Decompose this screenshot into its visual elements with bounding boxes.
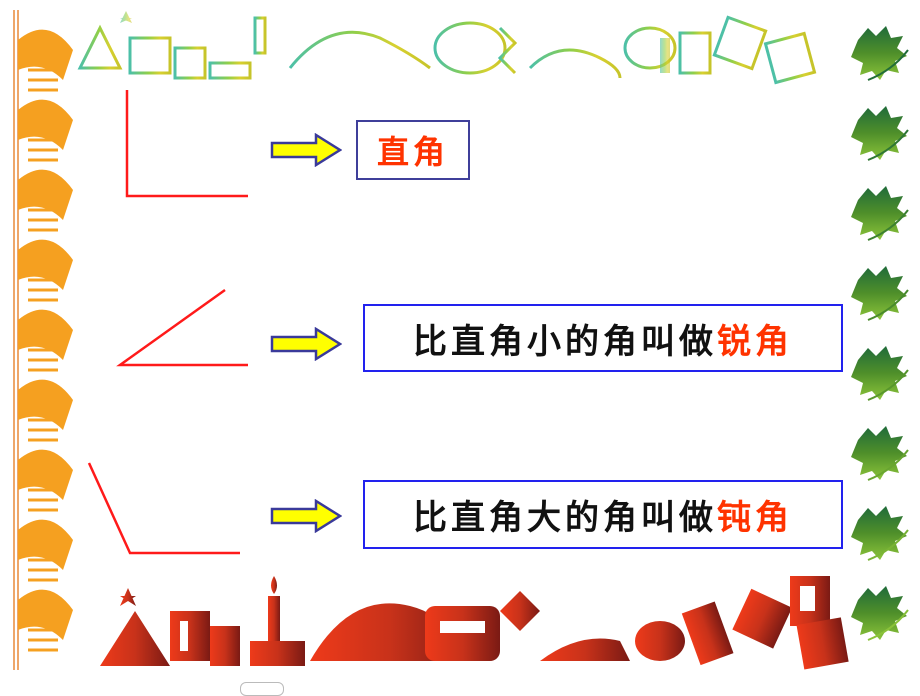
obtuse-angle-drawing xyxy=(87,462,240,555)
obtuse-angle-label-plain: 比直角大的角叫做 xyxy=(413,498,717,538)
arrow-right-icon xyxy=(270,499,342,533)
right-angle-label-box: 直角 xyxy=(356,120,470,180)
top-border-decoration xyxy=(77,11,817,85)
acute-angle-label-plain: 比直角小的角叫做 xyxy=(413,321,717,362)
left-border-decoration xyxy=(13,10,73,670)
bottom-border-decoration xyxy=(100,576,849,670)
right-border-decoration xyxy=(851,26,909,641)
obtuse-angle-label-highlight: 钝角 xyxy=(717,498,793,538)
arrow-right-icon xyxy=(270,133,342,167)
acute-angle-label-box: 比直角小的角叫做锐角 xyxy=(363,304,843,372)
acute-angle-label-highlight: 锐角 xyxy=(717,321,793,362)
right-angle-drawing xyxy=(125,90,248,198)
acute-angle-drawing xyxy=(116,288,248,367)
bottom-edge-tab xyxy=(240,682,284,696)
right-angle-label-highlight: 直角 xyxy=(376,133,449,171)
arrow-right-icon xyxy=(270,327,342,361)
obtuse-angle-label-box: 比直角大的角叫做钝角 xyxy=(363,480,843,549)
